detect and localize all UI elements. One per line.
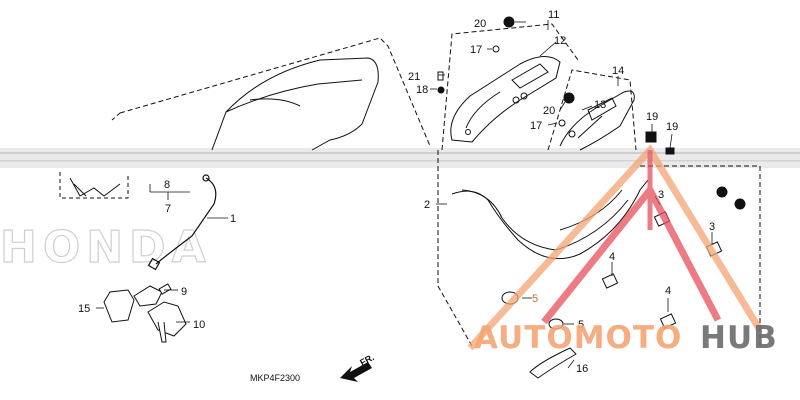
damper-4b bbox=[659, 313, 677, 329]
callout-2: 2 bbox=[424, 199, 430, 211]
callout-5b: 5 bbox=[578, 319, 584, 331]
watermark-brand-part1: AUTOMOTO bbox=[474, 320, 682, 356]
callout-12: 12 bbox=[554, 35, 566, 47]
bolt-20-icon bbox=[503, 16, 515, 28]
lock-cover-15 bbox=[103, 289, 135, 323]
rider-seat-edge bbox=[225, 79, 363, 113]
watermark: AUTOMOTO HUB bbox=[467, 144, 778, 356]
background-banner: HONDA bbox=[0, 148, 800, 274]
callout-1: 1 bbox=[230, 213, 236, 225]
callout-labels: 1 2 3 3 4 4 5 5 7 8 9 10 11 12 13 14 15 … bbox=[78, 9, 715, 375]
callout-14: 14 bbox=[612, 65, 624, 77]
trim-strip-16 bbox=[529, 347, 577, 379]
screw-9-icon bbox=[158, 283, 172, 295]
callout-19b: 19 bbox=[666, 121, 678, 133]
callout-10: 10 bbox=[193, 319, 205, 331]
diagram-code: MKP4F2300 bbox=[250, 373, 300, 383]
watermark-triangle-icon bbox=[467, 144, 763, 351]
pillion-seat bbox=[451, 179, 649, 260]
hardware bbox=[437, 16, 675, 155]
seat-lock-cable bbox=[147, 174, 217, 271]
callout-4b: 4 bbox=[665, 285, 671, 297]
callout-4a: 4 bbox=[609, 251, 615, 263]
key-cylinder-10 bbox=[147, 301, 187, 337]
grab-rail-left bbox=[441, 23, 579, 151]
callout-3b: 3 bbox=[709, 221, 715, 233]
callout-15: 15 bbox=[78, 303, 90, 315]
pillion-boundary-line bbox=[437, 150, 473, 347]
front-direction-marker: FR. bbox=[340, 352, 376, 382]
rider-seat bbox=[211, 57, 379, 151]
nut-18-icon bbox=[437, 86, 445, 94]
callout-8: 8 bbox=[164, 179, 170, 191]
callout-17b: 17 bbox=[530, 120, 542, 132]
bolt-20b-icon bbox=[563, 92, 575, 104]
callout-20b: 20 bbox=[543, 105, 555, 117]
leader-lines bbox=[96, 20, 713, 369]
banner-text: HONDA bbox=[0, 222, 212, 273]
front-arrow-icon bbox=[340, 362, 372, 382]
callout-3a: 3 bbox=[658, 189, 664, 201]
clip-19b-icon bbox=[665, 147, 675, 155]
callout-5a: 5 bbox=[532, 293, 538, 305]
pillion-seat-edge bbox=[461, 189, 629, 251]
bolt-21-icon bbox=[437, 71, 444, 81]
seat-boundary-line bbox=[119, 37, 431, 147]
clip-19-icon bbox=[645, 131, 657, 143]
watermark-brand-part2: HUB bbox=[700, 320, 778, 356]
front-label: FR. bbox=[358, 352, 375, 368]
callout-17a: 17 bbox=[470, 44, 482, 56]
washer-17-icon bbox=[492, 45, 500, 53]
callout-19a: 19 bbox=[646, 111, 658, 123]
callout-18: 18 bbox=[416, 84, 428, 96]
callout-13: 13 bbox=[594, 99, 606, 111]
callout-16: 16 bbox=[576, 363, 588, 375]
callout-11: 11 bbox=[548, 9, 559, 21]
damper-4a bbox=[601, 273, 619, 289]
seat-bracket bbox=[59, 172, 129, 199]
rider-seat-group bbox=[111, 37, 431, 151]
callout-20a: 20 bbox=[474, 18, 486, 30]
key-icon bbox=[157, 321, 167, 343]
seat-lock-assembly bbox=[103, 283, 187, 343]
callout-21: 21 bbox=[408, 71, 420, 83]
grab-rail-right bbox=[547, 69, 637, 151]
rider-seat-seam bbox=[249, 98, 301, 107]
callout-7: 7 bbox=[165, 203, 171, 215]
callout-9: 9 bbox=[181, 286, 187, 298]
cushion-5b bbox=[548, 318, 564, 330]
washer-17b-icon bbox=[558, 119, 566, 127]
